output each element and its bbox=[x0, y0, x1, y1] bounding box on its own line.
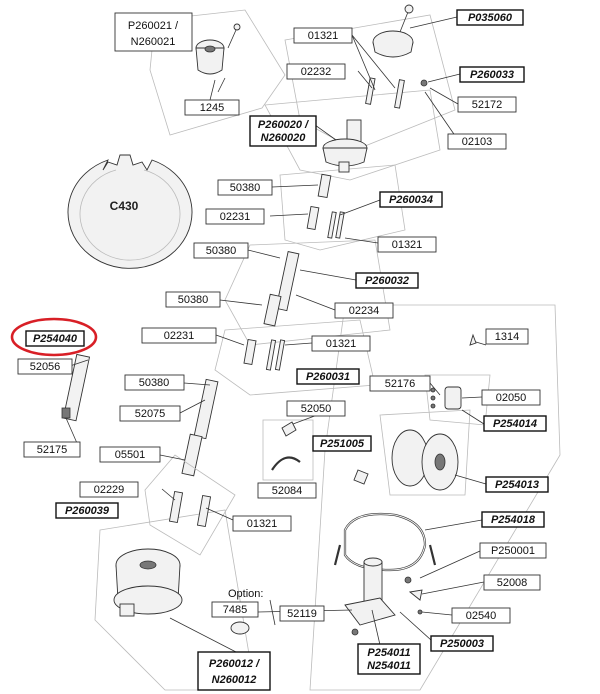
label-p254013: P254013 bbox=[495, 479, 539, 491]
label-p254014: P254014 bbox=[493, 418, 537, 430]
label-7485: 7485 bbox=[223, 604, 247, 616]
label-1314: 1314 bbox=[495, 331, 519, 343]
label-c430: C430 bbox=[110, 199, 139, 213]
label-p254011: P254011 bbox=[367, 647, 410, 659]
label-p260039: P260039 bbox=[65, 505, 110, 517]
label-02050: 02050 bbox=[496, 392, 527, 404]
label-02540: 02540 bbox=[466, 610, 497, 622]
label-01321-d: 01321 bbox=[247, 518, 278, 530]
label-02231-b: 02231 bbox=[164, 330, 195, 342]
label-52075: 52075 bbox=[135, 408, 166, 420]
part-drawings bbox=[61, 4, 477, 636]
label-50380-a: 50380 bbox=[230, 182, 261, 194]
label-52175: 52175 bbox=[37, 444, 68, 456]
label-p254040: P254040 bbox=[33, 333, 78, 345]
label-p260032: P260032 bbox=[365, 275, 409, 287]
leader-lines bbox=[65, 16, 487, 653]
label-p250001: P250001 bbox=[491, 545, 535, 557]
label-02231-a: 02231 bbox=[220, 211, 251, 223]
label-p250003: P250003 bbox=[440, 638, 484, 650]
label-52050: 52050 bbox=[301, 403, 332, 415]
label-n260020: N260020 bbox=[261, 132, 307, 144]
label-01321-top: 01321 bbox=[308, 30, 339, 42]
label-p260020: P260020 / bbox=[258, 119, 310, 131]
label-52008: 52008 bbox=[497, 577, 528, 589]
label-p254018: P254018 bbox=[491, 514, 536, 526]
label-1245: 1245 bbox=[200, 102, 224, 114]
label-02234: 02234 bbox=[349, 305, 380, 317]
label-n260021: N260021 bbox=[131, 36, 176, 48]
label-50380-c: 50380 bbox=[178, 294, 209, 306]
label-n260012: N260012 bbox=[212, 674, 257, 686]
label-p260031: P260031 bbox=[306, 371, 350, 383]
label-p260012: P260012 / bbox=[209, 658, 261, 670]
label-52056: 52056 bbox=[30, 361, 61, 373]
label-02229: 02229 bbox=[94, 484, 125, 496]
label-50380-d: 50380 bbox=[139, 377, 170, 389]
label-05501: 05501 bbox=[115, 449, 146, 461]
label-50380-b: 50380 bbox=[206, 245, 237, 257]
label-n254011: N254011 bbox=[367, 660, 411, 672]
control-knob-part bbox=[372, 4, 414, 58]
label-52176: 52176 bbox=[385, 378, 416, 390]
label-p260021: P260021 / bbox=[128, 20, 179, 32]
label-02103: 02103 bbox=[462, 136, 493, 148]
label-01321-c: 01321 bbox=[326, 338, 357, 350]
label-52172: 52172 bbox=[472, 99, 503, 111]
label-52084: 52084 bbox=[272, 485, 303, 497]
c430-ring-part bbox=[67, 154, 193, 269]
wire-basket-part bbox=[333, 512, 437, 572]
motor-base-part bbox=[113, 548, 183, 617]
label-52119: 52119 bbox=[287, 608, 317, 620]
label-p260034: P260034 bbox=[389, 194, 433, 206]
highlight-circle bbox=[10, 317, 98, 357]
label-p251005: P251005 bbox=[320, 438, 365, 450]
label-02232: 02232 bbox=[301, 66, 332, 78]
label-p260033: P260033 bbox=[470, 69, 514, 81]
label-option: Option: bbox=[228, 588, 263, 600]
part-labels: P260021 / N260021 1245 01321 P035060 022… bbox=[10, 9, 549, 691]
gearbox-part bbox=[322, 119, 368, 173]
label-01321-b: 01321 bbox=[392, 239, 423, 251]
spool-part bbox=[391, 429, 459, 491]
label-p035060: P035060 bbox=[468, 12, 513, 24]
knob-part bbox=[195, 23, 241, 93]
